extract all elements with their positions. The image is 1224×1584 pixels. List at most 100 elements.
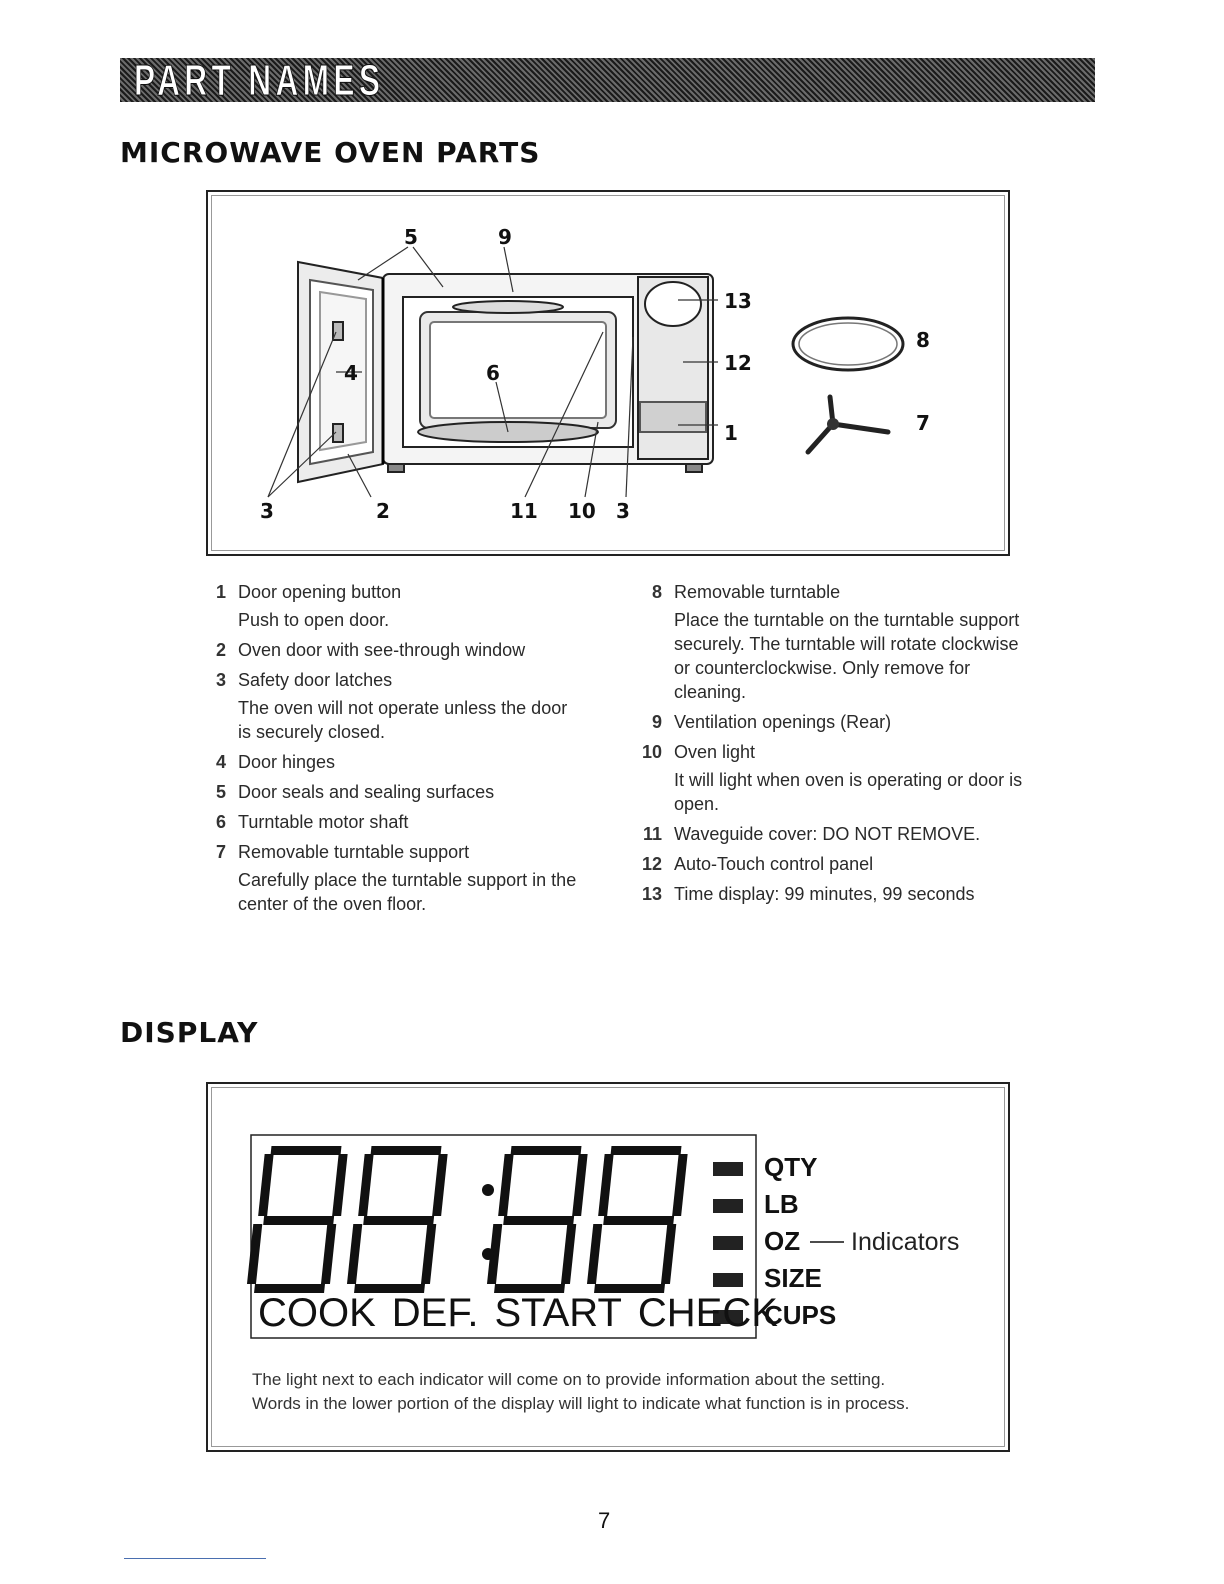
display-note: The light next to each indicator will co…: [252, 1368, 909, 1416]
part-number: 3: [215, 670, 226, 690]
digit-segment: [586, 1224, 603, 1284]
digit-segment: [258, 1154, 274, 1216]
callout-4: 4: [344, 361, 358, 385]
digit-segment: [494, 1284, 565, 1293]
indicator-qty: QTY: [764, 1152, 817, 1182]
oven-diagram: 5 9 13 12 1 8 7 4 6 3 2 11 10 3: [260, 225, 930, 523]
indicator-cups: CUPS: [764, 1300, 836, 1330]
digit-segment: [358, 1154, 374, 1216]
indicator-oz: OZ: [764, 1226, 800, 1256]
display-note-line-1: The light next to each indicator will co…: [252, 1370, 886, 1389]
digit-segment: [572, 1154, 588, 1216]
digit-segment: [503, 1216, 575, 1225]
part-item: 6 Turntable motor shaft: [202, 810, 582, 834]
digit-segment: [498, 1154, 514, 1216]
part-name: Removable turntable support: [238, 842, 470, 862]
indicators-label: Indicators: [851, 1228, 959, 1256]
part-name: Ventilation openings (Rear): [674, 712, 892, 732]
callout-13: 13: [724, 289, 752, 313]
part-item: 9 Ventilation openings (Rear): [638, 710, 1023, 734]
callout-3-right: 3: [616, 499, 630, 523]
display-note-line-2: Words in the lower portion of the displa…: [252, 1394, 910, 1413]
indicator-lb: LB: [764, 1189, 799, 1219]
callout-9: 9: [498, 225, 512, 249]
digit-segment: [610, 1146, 682, 1155]
word-start: START: [494, 1291, 621, 1335]
part-number: 9: [651, 712, 662, 732]
part-description: Place the turntable on the turntable sup…: [674, 610, 1020, 702]
word-check: CHECK: [638, 1291, 778, 1335]
indicator-size: SIZE: [764, 1263, 822, 1293]
part-number: 4: [215, 752, 226, 772]
part-number: 6: [215, 812, 226, 832]
digit-segment: [254, 1284, 325, 1293]
part-item: 4 Door hinges: [202, 750, 582, 774]
part-names-banner: PART NAMES: [120, 56, 1095, 106]
part-number: 2: [215, 640, 226, 660]
callout-1: 1: [724, 421, 738, 445]
callout-11: 11: [510, 499, 538, 523]
part-name: Waveguide cover: DO NOT REMOVE.: [674, 824, 981, 844]
part-name: Door hinges: [238, 752, 336, 772]
digit-segment: [660, 1224, 677, 1284]
footer-rule: [124, 1558, 266, 1559]
digit-segment: [598, 1154, 614, 1216]
part-name: Door opening button: [238, 582, 402, 602]
part-name: Auto-Touch control panel: [674, 854, 874, 874]
digit-segment: [486, 1224, 503, 1284]
part-number: 13: [641, 884, 662, 904]
part-number: 7: [215, 842, 226, 862]
callout-12: 12: [724, 351, 752, 375]
callout-10: 10: [568, 499, 596, 523]
callout-7: 7: [916, 411, 930, 435]
page-number: 7: [598, 1508, 611, 1533]
oven-diagram-box: 5 9 13 12 1 8 7 4 6 3 2 11 10 3: [206, 190, 1010, 556]
part-name: Oven light: [674, 742, 756, 762]
digit-segment: [346, 1224, 363, 1284]
part-name: Safety door latches: [238, 670, 393, 690]
digit-segment: [320, 1224, 337, 1284]
digit-segment: [603, 1216, 675, 1225]
digit-segment: [510, 1146, 582, 1155]
callout-6: 6: [486, 361, 500, 385]
part-name: Turntable motor shaft: [238, 812, 409, 832]
digit-segment: [420, 1224, 437, 1284]
part-description: It will light when oven is operating or …: [674, 770, 1023, 814]
digit-segment: [432, 1154, 448, 1216]
part-name: Removable turntable: [674, 582, 841, 602]
section-title-display: DISPLAY: [120, 1016, 259, 1049]
part-description: The oven will not operate unless the doo…: [238, 698, 568, 742]
part-item: 2 Oven door with see-through window: [202, 638, 582, 662]
callout-3-left: 3: [260, 499, 274, 523]
digit-segment: [672, 1154, 688, 1216]
digit-segment: [594, 1284, 665, 1293]
part-name: Door seals and sealing surfaces: [238, 782, 495, 802]
word-def: DEF.: [392, 1291, 479, 1335]
digit-segment: [270, 1146, 342, 1155]
part-number: 1: [215, 582, 226, 602]
part-item: 5 Door seals and sealing surfaces: [202, 780, 582, 804]
part-name: Time display: 99 minutes, 99 seconds: [674, 884, 975, 904]
callout-5: 5: [404, 225, 418, 249]
digit-segment: [332, 1154, 348, 1216]
digit-segment: [354, 1284, 425, 1293]
section-title-parts: MICROWAVE OVEN PARTS: [120, 136, 541, 169]
digit-segment: [363, 1216, 435, 1225]
part-number: 5: [215, 782, 226, 802]
banner-title: PART NAMES: [134, 56, 385, 106]
digit-segment: [370, 1146, 442, 1155]
part-name: Oven door with see-through window: [238, 640, 526, 660]
callout-8: 8: [916, 328, 930, 352]
part-item: 13 Time display: 99 minutes, 99 seconds: [638, 882, 1023, 906]
